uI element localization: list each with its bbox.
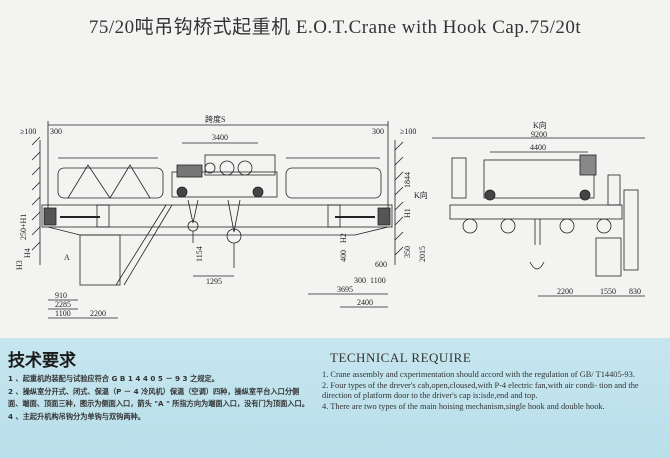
- view-arrow-a: A: [64, 253, 70, 262]
- cn-requirement-item: 4 、主起升机构吊钩分为单钩与双钩两种。: [8, 411, 145, 421]
- h2-label: H2: [339, 233, 348, 243]
- trolley-gauge-dim: 4400: [530, 143, 546, 152]
- front-view: 跨度S 3400 ≥100 300 300 ≥100 1295: [15, 114, 428, 319]
- page-title: 75/20吨吊钩桥式起重机 E.O.T.Crane with Hook Cap.…: [88, 17, 582, 38]
- crane-technical-drawing: 跨度S 3400 ≥100 300 300 ≥100 1295: [15, 114, 645, 319]
- en-requirement-item: 2. Four types of the drever's cab,open,c…: [322, 380, 639, 401]
- view-arrow-k: K向: [414, 190, 428, 200]
- dim-2015: 2015: [418, 246, 427, 262]
- h3-label: H3: [15, 260, 24, 270]
- en-requirement-item: 1. Crane assembly and cxperimentation sh…: [322, 370, 635, 379]
- en-requirements-list: 1. Crane assembly and cxperimentation sh…: [322, 370, 662, 412]
- cn-requirements-list: 1 、起重机的装配与试验应符合 G B 1 4 4 0 5 － 9 3 之规定。…: [8, 373, 313, 423]
- dim-2200-side: 2200: [557, 287, 573, 296]
- dim-600: 600: [375, 260, 387, 269]
- side-view: K向 9200 4400 2200 1550 830: [432, 120, 645, 297]
- dim-250-h1: 250+H1: [19, 214, 28, 240]
- dim-1100-left: 1100: [55, 309, 71, 318]
- dim-1100-right: 1100: [370, 276, 386, 285]
- right-wall: [394, 140, 404, 265]
- side-view-label: K向: [533, 120, 547, 130]
- dim-1550: 1550: [600, 287, 616, 296]
- dim-300-right: 300: [354, 276, 366, 285]
- rail-right-dim: 300: [372, 127, 384, 136]
- dim-2285: 2285: [55, 300, 71, 309]
- hook-height-dim: 1154: [195, 246, 204, 262]
- cn-requirement-item: 1 、起重机的装配与试验应符合 G B 1 4 4 0 5 － 9 3 之规定。: [8, 374, 219, 383]
- dim-400: 400: [339, 250, 348, 262]
- clearance-right-dim: ≥100: [400, 127, 416, 136]
- overall-width-dim: 9200: [531, 130, 547, 139]
- dim-3695: 3695: [337, 285, 353, 294]
- en-requirements-heading: TECHNICAL REQUIRE: [330, 350, 472, 365]
- dim-2200-left: 2200: [90, 309, 106, 318]
- h4-label: H4: [23, 248, 32, 258]
- h1-label: H1: [403, 208, 412, 218]
- dim-1844: 1844: [403, 172, 412, 188]
- rail-left-dim: 300: [50, 127, 62, 136]
- en-requirement-item: 4. There are two types of the main hoisi…: [322, 401, 605, 411]
- trolley-width-dim: 3400: [212, 133, 228, 142]
- dim-350: 350: [403, 246, 412, 258]
- hook-offset-dim: 1295: [206, 277, 222, 286]
- dim-2400: 2400: [357, 298, 373, 307]
- dim-830: 830: [629, 287, 641, 296]
- left-wall: [31, 136, 41, 265]
- requirements-panel: 技术要求 1 、起重机的装配与试验应符合 G B 1 4 4 0 5 － 9 3…: [0, 338, 670, 458]
- clearance-left-dim: ≥100: [20, 127, 36, 136]
- dim-910: 910: [55, 291, 67, 300]
- cn-requirements-heading: 技术要求: [8, 351, 76, 371]
- span-label: 跨度S: [205, 114, 225, 124]
- cn-requirement-item: 2 、操纵室分开式、闭式、保温（P － 4 冷风机）保温（空调）四种，操纵室平台…: [8, 386, 309, 409]
